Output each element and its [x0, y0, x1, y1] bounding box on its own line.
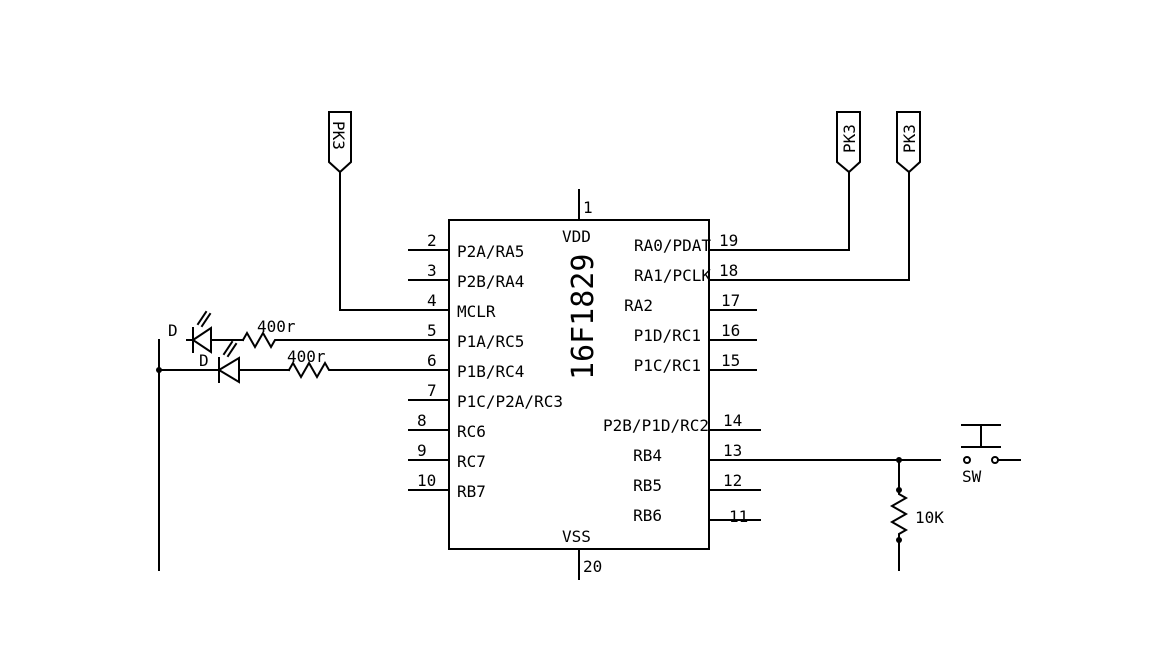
- left-pin-num: 9: [417, 441, 427, 460]
- left-pin-name: RC6: [457, 422, 486, 441]
- pk3-connector-mclr: PK3: [328, 111, 410, 311]
- right-pin-num: 17: [721, 291, 740, 310]
- right-pin-num: 16: [721, 321, 740, 340]
- svg-text:PK3: PK3: [900, 124, 919, 153]
- right-pin-name: RB6: [633, 506, 662, 525]
- left-pin-name: P2B/RA4: [457, 272, 524, 291]
- pk3-connector-pdat: PK3: [749, 111, 861, 251]
- svg-text:PK3: PK3: [840, 124, 859, 153]
- left-pin-num: 7: [427, 381, 437, 400]
- right-pin-name: P1C/RC1: [634, 356, 701, 375]
- pulldown-resistor: 10K: [889, 459, 944, 571]
- pk3-connector-pclk: PK3: [749, 111, 921, 281]
- left-pin-name: P1A/RC5: [457, 332, 524, 351]
- left-pin-lines: [408, 249, 450, 491]
- right-pin-name: RA2: [624, 296, 653, 315]
- left-pin-num: 6: [427, 351, 437, 370]
- right-pin-num: 19: [719, 231, 738, 250]
- right-pin-num: 12: [723, 471, 742, 490]
- right-pin-name: RB5: [633, 476, 662, 495]
- left-pin-name: P2A/RA5: [457, 242, 524, 261]
- vdd-label: VDD: [562, 227, 591, 246]
- resistor-1-label: 400r: [257, 317, 296, 336]
- left-pin-name: MCLR: [457, 302, 496, 321]
- led-1-label: D: [168, 321, 178, 340]
- left-pin-num: 4: [427, 291, 437, 310]
- resistor-2: 400r: [287, 347, 410, 380]
- led-2-label: D: [199, 351, 209, 370]
- rb4-net: [759, 457, 941, 463]
- right-pin-name: P2B/P1D/RC2: [603, 416, 709, 435]
- right-pin-num: 18: [719, 261, 738, 280]
- svg-text:PK3: PK3: [329, 121, 348, 150]
- led-2: D: [189, 340, 290, 384]
- switch: SW: [961, 424, 1021, 486]
- right-pin-name: RB4: [633, 446, 662, 465]
- right-pin-num: 11: [729, 507, 748, 526]
- left-pin-num: 10: [417, 471, 436, 490]
- vdd-pin-number: 1: [583, 198, 593, 217]
- right-pin-name: P1D/RC1: [634, 326, 701, 345]
- led-1: D: [168, 310, 244, 354]
- right-pin-lines: [708, 249, 761, 521]
- resistor-1: 400r: [241, 317, 410, 350]
- right-pin-name: RA1/PCLK: [634, 266, 711, 285]
- left-pin-num: 5: [427, 321, 437, 340]
- right-pin-num: 14: [723, 411, 742, 430]
- vss-label: VSS: [562, 527, 591, 546]
- right-pin-num: 13: [723, 441, 742, 460]
- left-pin-name: RC7: [457, 452, 486, 471]
- left-pin-num: 3: [427, 261, 437, 280]
- right-pin-num: 15: [721, 351, 740, 370]
- switch-label: SW: [962, 467, 982, 486]
- left-pin-name: P1B/RC4: [457, 362, 524, 381]
- pulldown-label: 10K: [915, 508, 944, 527]
- resistor-2-label: 400r: [287, 347, 326, 366]
- right-pin-name: RA0/PDAT: [634, 236, 711, 255]
- ic-part-number: 16F1829: [566, 254, 601, 380]
- left-pin-name: RB7: [457, 482, 486, 501]
- left-pin-num: 2: [427, 231, 437, 250]
- left-pin-num: 8: [417, 411, 427, 430]
- vss-pin-number: 20: [583, 557, 602, 576]
- left-pin-name: P1C/P2A/RC3: [457, 392, 563, 411]
